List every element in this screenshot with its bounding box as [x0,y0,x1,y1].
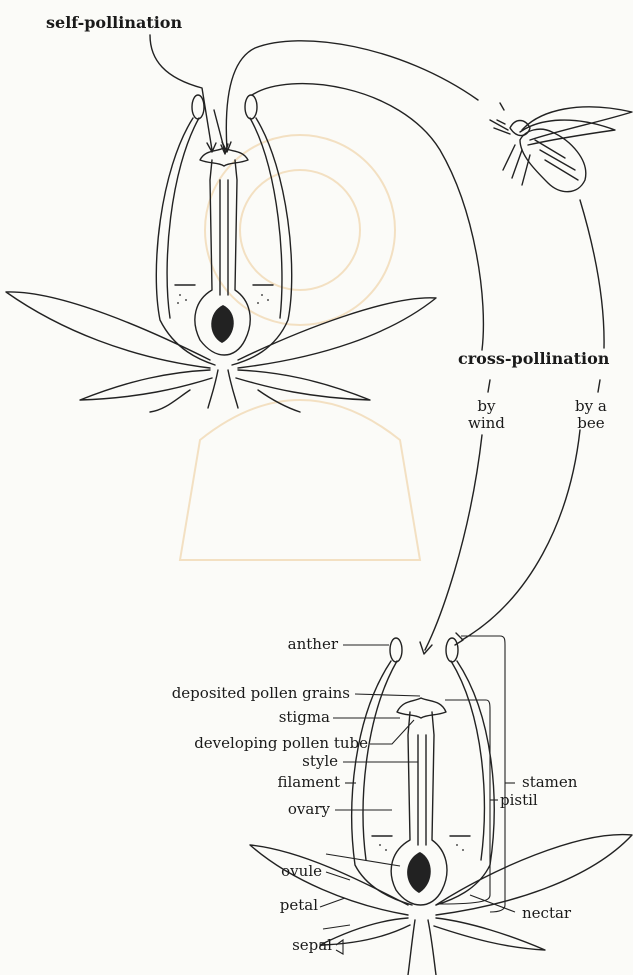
bee-arrow-top [580,200,604,348]
pistil-label: pistil [500,792,538,809]
seal-watermark [180,135,420,560]
ovary-label: ovary [200,801,330,818]
cross-pollination-label: cross-pollination [458,350,609,367]
ovule-label: ovule [200,863,322,880]
by-a-bee-label: by a bee [575,398,607,432]
self-pollination-label: self-pollination [46,14,182,31]
filament-label: filament [200,774,340,791]
developing-pollen-tube-label: developing pollen tube [80,735,368,752]
sepal-label: sepal [200,937,332,954]
top-flower [6,95,436,412]
by-wind-label: by wind [468,398,505,432]
wind-arrow-bottom [425,435,482,650]
deposited-pollen-grains-label: deposited pollen grains [80,685,350,702]
self-pollination-arrow [150,35,212,150]
style-label: style [200,753,338,770]
stamen-label: stamen [522,774,577,791]
bee-arrow-bottom [462,430,580,640]
bee-icon [490,103,632,192]
nectar-label: nectar [522,905,571,922]
stigma-label: stigma [200,709,330,726]
anther-label: anther [218,636,338,653]
petal-label: petal [200,897,318,914]
